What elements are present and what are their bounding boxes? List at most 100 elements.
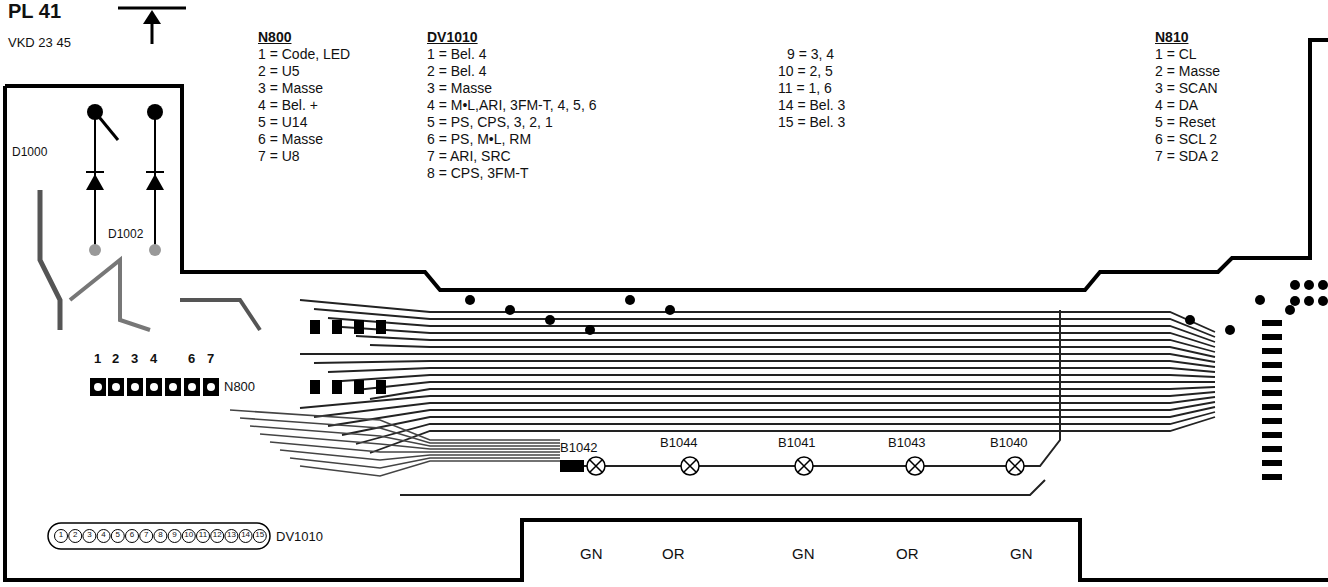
ic-pin <box>1262 362 1282 368</box>
lamp-symbol <box>587 457 605 475</box>
via <box>585 325 595 335</box>
ic-pin <box>1262 460 1282 466</box>
lamp-symbol <box>1009 460 1021 472</box>
pin-assignment: 7 = SDA 2 <box>1155 149 1218 164</box>
trace <box>180 300 260 330</box>
lamp-symbol <box>590 460 602 472</box>
pin-assignment: 6 = Masse <box>258 132 323 147</box>
pin-assignment: 3 = Masse <box>258 81 323 96</box>
pad-hole <box>131 383 139 391</box>
pad <box>203 378 219 396</box>
via <box>625 295 635 305</box>
part-name: D1000 <box>12 146 47 159</box>
trace <box>328 318 1215 342</box>
via <box>665 305 675 315</box>
pin-assignment: 4 = M•L,ARI, 3FM-T, 4, 5, 6 <box>427 98 596 113</box>
trace <box>370 417 1215 453</box>
pin-assignment: 6 = SCL 2 <box>1155 132 1217 147</box>
board-outline <box>5 40 1328 290</box>
pin-number: 4 <box>150 352 157 366</box>
pin-assignment: 3 = SCAN <box>1155 81 1218 96</box>
trace <box>250 426 560 446</box>
trace <box>40 190 60 330</box>
pin-number: 4 <box>101 531 105 540</box>
lamp-color: OR <box>662 546 685 563</box>
pin-assignment: 2 = Bel. 4 <box>427 64 487 79</box>
pad-hole <box>207 383 215 391</box>
pin-number: 3 <box>87 531 91 540</box>
part-name: D1002 <box>108 228 143 241</box>
pin-assignment: 5 = U14 <box>258 115 307 130</box>
trace <box>328 368 1215 372</box>
smd-pad <box>354 380 364 394</box>
connector-pin <box>182 530 195 543</box>
orientation-bar <box>118 7 186 10</box>
pin-number: 15 <box>255 531 264 540</box>
connector-name: N800 <box>258 30 291 45</box>
via <box>1304 296 1314 306</box>
diode-symbol <box>86 174 104 190</box>
smd-pad <box>354 320 364 334</box>
ic-pin <box>1262 390 1282 396</box>
via <box>465 295 475 305</box>
connector-pin <box>211 530 224 543</box>
pad <box>127 378 143 396</box>
board-outline <box>5 86 1328 580</box>
pin-number: 1 <box>59 531 63 540</box>
pad <box>147 104 163 120</box>
connector-pin <box>55 530 68 543</box>
pad <box>149 244 161 256</box>
pin-assignment: 5 = PS, CPS, 3, 2, 1 <box>427 115 553 130</box>
pin-number: 14 <box>241 531 250 540</box>
connector-name: DV1010 <box>427 30 478 45</box>
ic-pin <box>1262 376 1282 382</box>
lamp-symbol <box>684 460 696 472</box>
pin-number: 7 <box>144 531 148 540</box>
connector-pin <box>253 530 266 543</box>
connector-pin <box>69 530 82 543</box>
pad-hole <box>150 383 158 391</box>
pin-number: 13 <box>227 531 236 540</box>
connector-pin <box>126 530 139 543</box>
copper-traces <box>40 104 1328 495</box>
connector-pin <box>197 530 210 543</box>
pin-number: 2 <box>112 352 119 366</box>
pin-assignment: 2 = U5 <box>258 64 300 79</box>
trace <box>342 327 1215 347</box>
pad <box>90 378 106 396</box>
trace <box>314 397 1215 417</box>
part-name: B1042 <box>560 441 598 455</box>
board-code: VKD 23 45 <box>8 36 71 50</box>
pad-hole <box>188 383 196 391</box>
pin-number: 1 <box>94 352 101 366</box>
connector-pin <box>140 530 153 543</box>
pad-hole <box>94 383 102 391</box>
via <box>505 305 515 315</box>
connector-pin <box>239 530 252 543</box>
trace <box>260 434 560 449</box>
pin-assignment: 9 = 3, 4 <box>787 47 834 62</box>
pin-assignment: 8 = CPS, 3FM-T <box>427 166 529 181</box>
trace <box>300 392 1215 408</box>
pad <box>146 378 162 396</box>
pin-assignment: 4 = Bel. + <box>258 98 318 113</box>
trace <box>400 480 1045 495</box>
pin-number: 3 <box>131 352 138 366</box>
pin-assignment: 1 = CL <box>1155 47 1197 62</box>
pin-assignment: 4 = DA <box>1155 98 1198 113</box>
ic-pin <box>1262 432 1282 438</box>
ic-pin <box>1262 348 1282 354</box>
via <box>1304 280 1314 290</box>
pad-hole <box>169 383 177 391</box>
lamp-symbol <box>798 460 810 472</box>
via <box>1285 305 1295 315</box>
lamp-symbol <box>1006 457 1024 475</box>
ic-pin <box>1262 404 1282 410</box>
pad-hole <box>112 383 120 391</box>
lamp-color: GN <box>792 546 815 563</box>
pin-assignment: 5 = Reset <box>1155 115 1215 130</box>
via <box>1225 325 1235 335</box>
part-name: B1043 <box>888 436 926 450</box>
connector-pin <box>225 530 238 543</box>
